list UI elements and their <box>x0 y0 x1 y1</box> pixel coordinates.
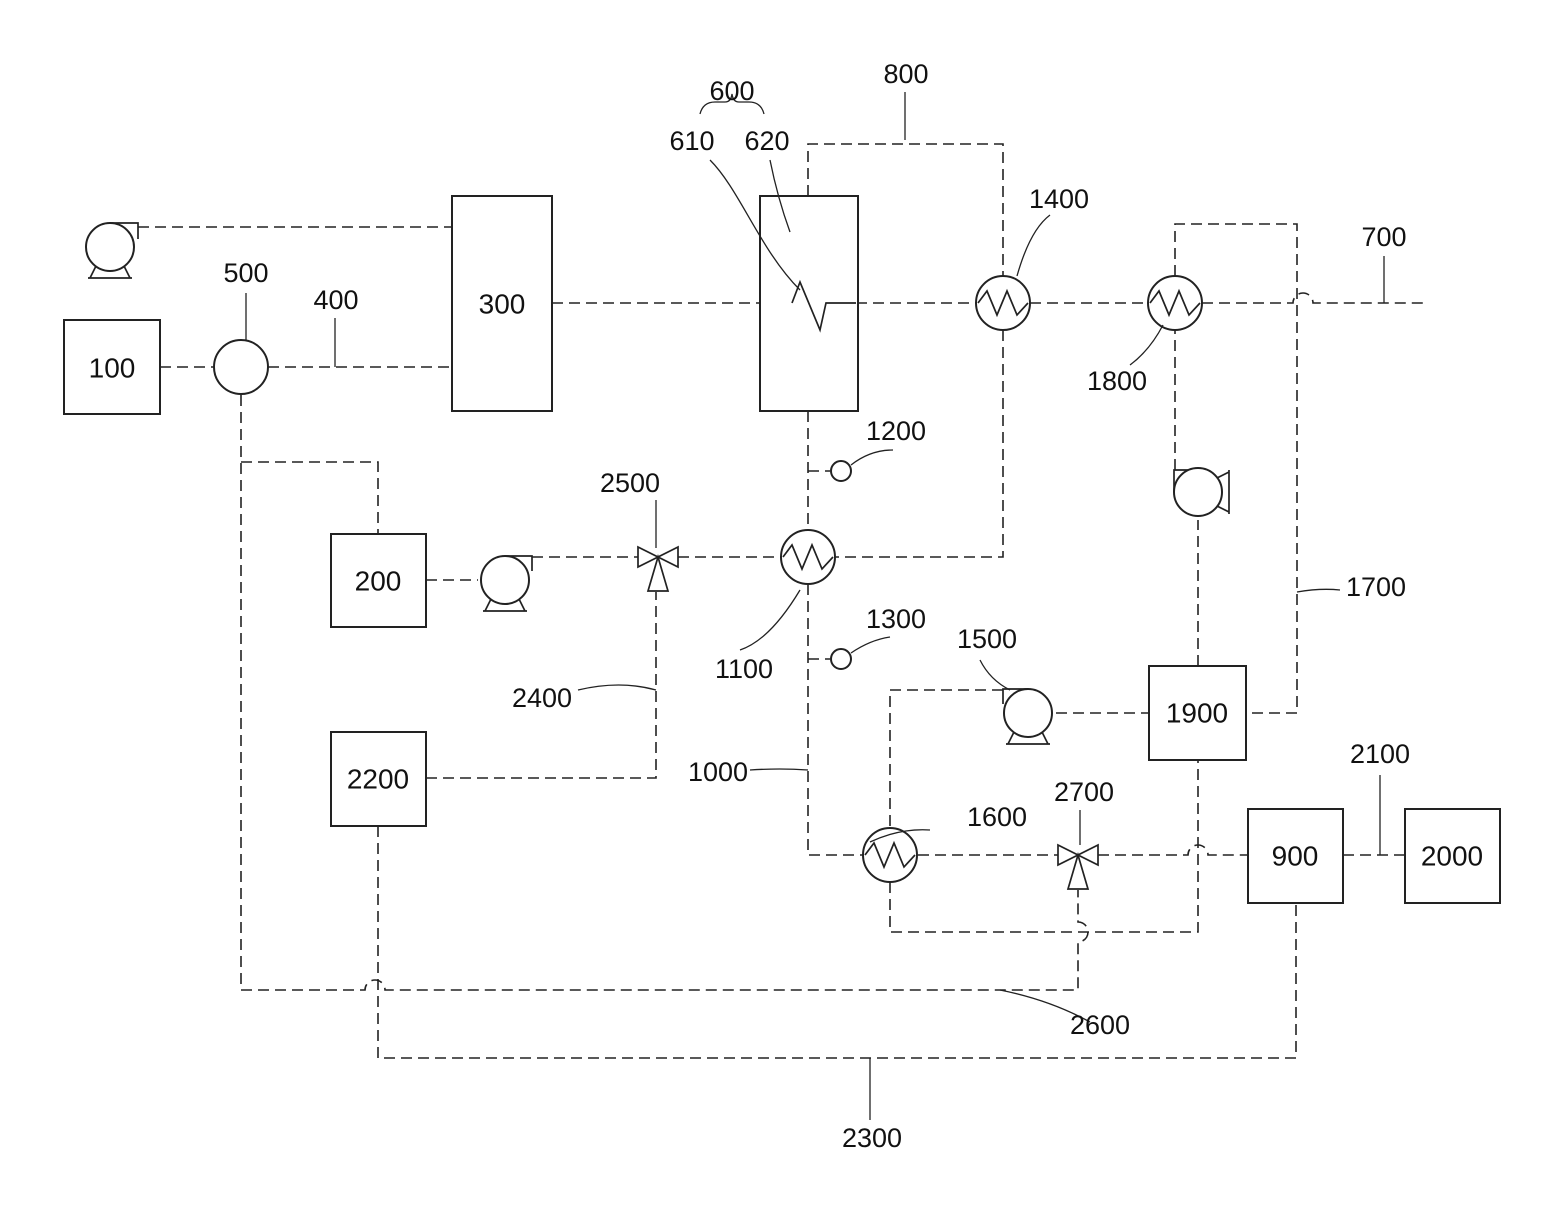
unit-2000-label: 2000 <box>1421 841 1483 872</box>
ref-2100: 2100 <box>1350 739 1410 769</box>
ref-1600: 1600 <box>967 802 1027 832</box>
unit-900-label: 900 <box>1272 841 1319 872</box>
ref-610: 610 <box>669 126 714 156</box>
ref-1100: 1100 <box>715 654 773 684</box>
unit-100-label: 100 <box>89 353 136 384</box>
pump-icon <box>481 556 532 611</box>
ref-500: 500 <box>223 258 268 288</box>
ref-600: 600 <box>709 76 754 106</box>
ref-2400: 2400 <box>512 683 572 713</box>
heat-exchanger-icon <box>863 828 917 882</box>
unit-200-label: 200 <box>355 566 402 597</box>
ref-1800: 1800 <box>1087 366 1147 396</box>
ref-1400: 1400 <box>1029 184 1089 214</box>
heat-exchanger-icon <box>1148 276 1202 330</box>
unit-600 <box>760 196 858 411</box>
three-way-valve-icon <box>638 547 678 591</box>
heat-exchanger-icon <box>781 530 835 584</box>
blower-icon <box>86 223 138 278</box>
ref-700: 700 <box>1361 222 1406 252</box>
unit-1900-label: 1900 <box>1166 698 1228 729</box>
pump-icon <box>1003 689 1052 744</box>
unit-200: 200 <box>331 534 426 627</box>
ref-1700: 1700 <box>1346 572 1406 602</box>
unit-100: 100 <box>64 320 160 414</box>
ref-2500: 2500 <box>600 468 660 498</box>
ref-1500: 1500 <box>957 624 1017 654</box>
ref-400: 400 <box>313 285 358 315</box>
ref-2600: 2600 <box>1070 1010 1130 1040</box>
unit-1900: 1900 <box>1149 666 1246 760</box>
sensor-icon <box>831 649 851 669</box>
ref-1200: 1200 <box>866 416 926 446</box>
ref-620: 620 <box>744 126 789 156</box>
ref-2700: 2700 <box>1054 777 1114 807</box>
ref-800: 800 <box>883 59 928 89</box>
junction-icon <box>214 340 268 394</box>
ref-2300: 2300 <box>842 1123 902 1153</box>
ref-1000: 1000 <box>688 757 748 787</box>
unit-2200-label: 2200 <box>347 764 409 795</box>
three-way-valve-icon <box>1058 845 1098 889</box>
unit-300: 300 <box>452 196 552 411</box>
unit-300-label: 300 <box>479 289 526 320</box>
heat-exchanger-icon <box>976 276 1030 330</box>
sensor-icon <box>831 461 851 481</box>
unit-900: 900 <box>1248 809 1343 903</box>
blower-icon <box>1174 468 1229 516</box>
unit-2000: 2000 <box>1405 809 1500 903</box>
unit-2200: 2200 <box>331 732 426 826</box>
ref-1300: 1300 <box>866 604 926 634</box>
